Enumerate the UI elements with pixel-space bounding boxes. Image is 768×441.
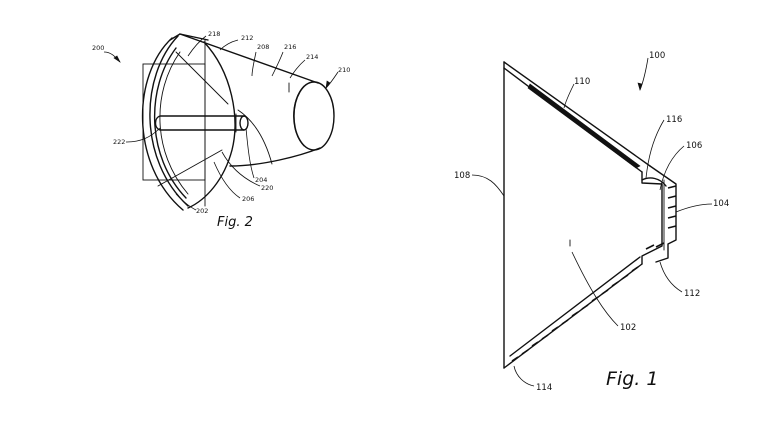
- fig2-ref-222: 222: [113, 138, 125, 146]
- fig1-throat-curve: [641, 177, 667, 187]
- fig2-ref-216: 216: [284, 43, 296, 51]
- fig2-outer-rim-arc-2: [149, 35, 189, 207]
- fig2-leader-204: [245, 127, 255, 179]
- fig1-ref-100: 100: [649, 51, 665, 61]
- fig2-leader-214: [289, 59, 306, 79]
- fig1-leader-106: [659, 145, 685, 191]
- fig2-rod: [154, 115, 245, 131]
- fig2-leader-216: [271, 51, 284, 77]
- fig2-ref-208: 208: [257, 43, 269, 51]
- fig1-leader-110: [563, 83, 575, 109]
- fig1-ref-116: 116: [666, 115, 682, 125]
- fig2-diagonal-1: [175, 51, 229, 105]
- fig1-ref-110: 110: [574, 77, 590, 87]
- fig2-end-cap-inner: [293, 85, 305, 147]
- fig1-ref-106: 106: [686, 141, 702, 151]
- fig2-cone-inner-line: [237, 109, 273, 165]
- fig2-inner-rim-arc-2: [159, 51, 189, 195]
- fig2-inner-rim-arc: [154, 47, 187, 199]
- fig1-ref-104: 104: [713, 199, 729, 209]
- fig2-leader-202: [175, 193, 197, 211]
- fig2-leader-212: [219, 39, 239, 51]
- figure-1-drawing: 100 110 116 106 108 104 112 102 114 Fig.…: [454, 51, 729, 393]
- fig2-ref-220: 220: [261, 184, 273, 192]
- fig2-diagonal-2: [157, 149, 223, 187]
- fig1-leader-108: [471, 174, 505, 197]
- fig2-rod-end: [239, 115, 249, 131]
- fig1-leader-116: [645, 119, 665, 179]
- fig2-ref-204: 204: [255, 176, 267, 184]
- fig1-bottom-wall-hatching: [511, 266, 639, 362]
- fig1-cone-bottom-edge-inner: [509, 256, 641, 357]
- fig2-ref-212: 212: [241, 34, 253, 42]
- fig1-arrowhead-100: [637, 82, 643, 92]
- fig2-ref-202: 202: [196, 207, 208, 215]
- fig1-top-edge-streak: [527, 83, 641, 169]
- fig1-leader-112: [659, 261, 683, 293]
- fig2-reflector-right-curve: [187, 41, 236, 209]
- fig2-leader-220: [221, 151, 261, 187]
- fig1-neck-outline: [641, 171, 663, 265]
- fig2-ref-210: 210: [338, 66, 350, 74]
- fig2-end-cap-ellipse: [293, 81, 335, 151]
- fig2-ref-214: 214: [306, 53, 318, 61]
- fig1-leader-102: [571, 251, 619, 327]
- fig1-caption: Fig. 1: [606, 368, 658, 390]
- fig1-ref-112: 112: [684, 289, 700, 299]
- figure-2-drawing: 200 218 212 208 216 214 210 222 204 220 …: [92, 30, 350, 230]
- fig2-arrowhead-210: [325, 80, 331, 90]
- fig2-arrowhead-200: [113, 55, 121, 63]
- fig2-ref-218: 218: [208, 30, 220, 38]
- fig1-cone-top-edge-outer: [503, 61, 651, 167]
- fig2-leader-222: [125, 127, 161, 143]
- fig1-ref-114: 114: [536, 383, 552, 393]
- fig1-ref-108: 108: [454, 171, 470, 181]
- fig1-ref-102: 102: [620, 323, 636, 333]
- fig2-caption: Fig. 2: [217, 215, 253, 230]
- fig2-leader-208: [251, 51, 257, 77]
- fig2-cone-top-line: [179, 33, 319, 84]
- fig2-square-frame: [142, 63, 206, 181]
- fig1-collar-outer: [649, 165, 677, 263]
- fig2-ref-200: 200: [92, 44, 104, 52]
- fig2-cone-bottom-line: [229, 147, 321, 167]
- fig1-collar-hatching: [645, 185, 677, 250]
- fig1-leader-114: [513, 365, 535, 387]
- fig1-leader-104: [675, 203, 713, 213]
- fig2-leader-206: [213, 161, 241, 199]
- fig2-ref-206: 206: [242, 195, 254, 203]
- fig2-leader-218: [187, 35, 207, 57]
